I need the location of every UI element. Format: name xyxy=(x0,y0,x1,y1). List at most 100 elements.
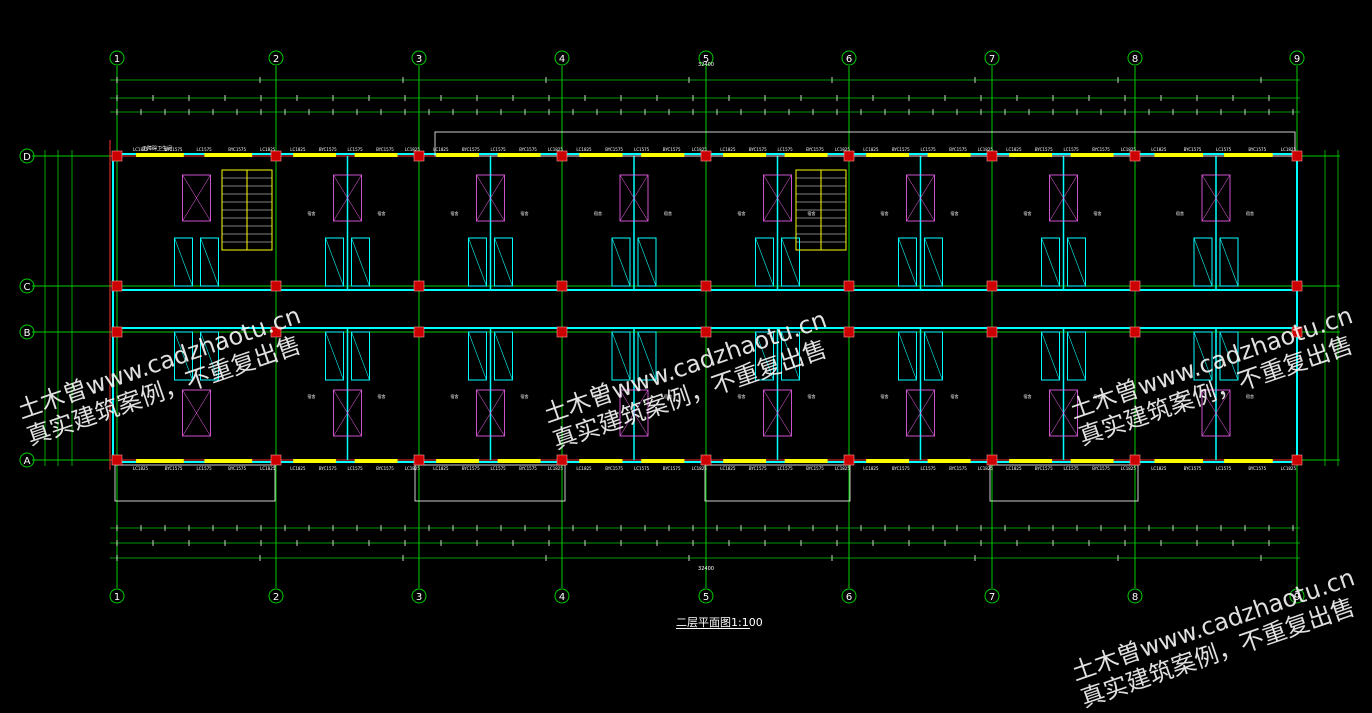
window-tag: LC1825 xyxy=(548,466,564,471)
window-tag: BYC1575 xyxy=(949,466,967,471)
column xyxy=(1129,150,1141,162)
column xyxy=(986,150,998,162)
room-label: 宿舍 xyxy=(378,210,386,216)
axis-bubble-3 xyxy=(411,50,427,66)
bathroom-module xyxy=(924,331,943,381)
bathroom-hatch xyxy=(200,331,219,381)
bathroom-module xyxy=(325,331,344,381)
room-label: 宿舍 xyxy=(1246,393,1254,399)
bathroom-module xyxy=(494,331,513,381)
axis-bubble-5 xyxy=(698,588,714,604)
bathroom-hatch xyxy=(1067,331,1086,381)
window xyxy=(927,153,971,157)
column xyxy=(1291,454,1303,466)
window-tag: LC1825 xyxy=(405,147,421,152)
window xyxy=(784,153,828,157)
window-tag: BYC1575 xyxy=(462,147,480,152)
window-tag: LC1575 xyxy=(348,147,364,152)
window xyxy=(293,153,337,157)
axis-bubble-label: 6 xyxy=(846,592,852,603)
wardrobe-cross xyxy=(333,174,362,222)
axis-bubble-label: C xyxy=(24,282,31,293)
window-tag: BYC1575 xyxy=(1184,147,1202,152)
bathroom-module xyxy=(611,331,631,381)
window-tag: BYC1575 xyxy=(165,147,183,152)
wardrobe-cross xyxy=(1201,389,1231,437)
room-label: 宿舍 xyxy=(378,393,386,399)
bathroom-module xyxy=(1219,237,1239,287)
wardrobe-cross xyxy=(906,389,935,437)
bathroom-hatch xyxy=(898,331,917,381)
window-tag: LC1825 xyxy=(433,147,449,152)
bathroom-hatch xyxy=(351,237,370,287)
window xyxy=(497,153,541,157)
bathroom-hatch xyxy=(637,237,657,287)
bathroom-hatch xyxy=(1041,237,1060,287)
window-tag: BYC1575 xyxy=(1248,147,1266,152)
window xyxy=(354,459,398,463)
axis-bubble-label: 5 xyxy=(703,592,709,603)
window-tag: BYC1575 xyxy=(1035,147,1053,152)
window-tag: LC1825 xyxy=(863,466,879,471)
bathroom-module xyxy=(325,237,344,287)
dimension-lines xyxy=(44,77,1339,561)
window xyxy=(723,459,767,463)
room-label: 宿舍 xyxy=(594,393,602,399)
window xyxy=(1154,153,1204,157)
axis-bubble-1 xyxy=(109,50,125,66)
bathroom-module xyxy=(1041,331,1060,381)
window xyxy=(579,459,623,463)
bathroom-hatch xyxy=(924,237,943,287)
bathroom-hatch xyxy=(174,331,193,381)
column xyxy=(556,326,568,338)
bathroom-module xyxy=(1067,237,1086,287)
axis-bubble-label: 3 xyxy=(416,54,422,65)
axis-bubble-9 xyxy=(1289,50,1305,66)
wardrobe xyxy=(906,389,935,437)
window xyxy=(641,459,685,463)
room-label: 宿舍 xyxy=(451,210,459,216)
bathroom-hatch xyxy=(611,237,631,287)
bathroom-hatch xyxy=(781,237,800,287)
window-tag: LC1825 xyxy=(1281,466,1297,471)
axis-bubble-5 xyxy=(698,50,714,66)
bathroom-hatch xyxy=(1067,237,1086,287)
window-tag: BYC1575 xyxy=(519,466,537,471)
axis-bubble-7 xyxy=(984,50,1000,66)
room-label: 宿舍 xyxy=(951,393,959,399)
bathroom-hatch xyxy=(351,331,370,381)
wardrobe-cross xyxy=(1049,389,1078,437)
column xyxy=(111,280,123,292)
column xyxy=(1291,150,1303,162)
window-tag: LC1575 xyxy=(197,147,213,152)
window-tag: LC1575 xyxy=(197,466,213,471)
window xyxy=(204,459,253,463)
axis-bubble-D xyxy=(19,148,35,164)
room-label: 宿舍 xyxy=(808,393,816,399)
bathroom-module xyxy=(755,237,774,287)
window-tag: BYC1575 xyxy=(1092,147,1110,152)
axis-bubble-A xyxy=(19,452,35,468)
window xyxy=(354,153,398,157)
axis-bubble-2 xyxy=(268,588,284,604)
note-accessible-toilet: 无障碍卫生间 xyxy=(142,145,172,152)
room-label: 宿舍 xyxy=(594,210,602,216)
bathroom-module xyxy=(781,331,800,381)
window-tag: LC1825 xyxy=(978,466,994,471)
room-label: 宿舍 xyxy=(1024,393,1032,399)
axis-bubble-label: A xyxy=(24,456,31,467)
windows xyxy=(136,153,1273,463)
bathroom-hatch xyxy=(325,237,344,287)
window-tag: BYC1575 xyxy=(228,147,246,152)
bathroom-module xyxy=(755,331,774,381)
wardrobe xyxy=(1049,389,1078,437)
balcony xyxy=(114,464,276,502)
wardrobe xyxy=(1049,174,1078,222)
window-tag: LC1825 xyxy=(260,466,276,471)
window-tag: LC1825 xyxy=(720,466,736,471)
window-tag: LC1575 xyxy=(491,147,507,152)
wardrobe-cross xyxy=(333,389,362,437)
bathroom-hatch xyxy=(1219,331,1239,381)
window-tag: LC1825 xyxy=(260,147,276,152)
